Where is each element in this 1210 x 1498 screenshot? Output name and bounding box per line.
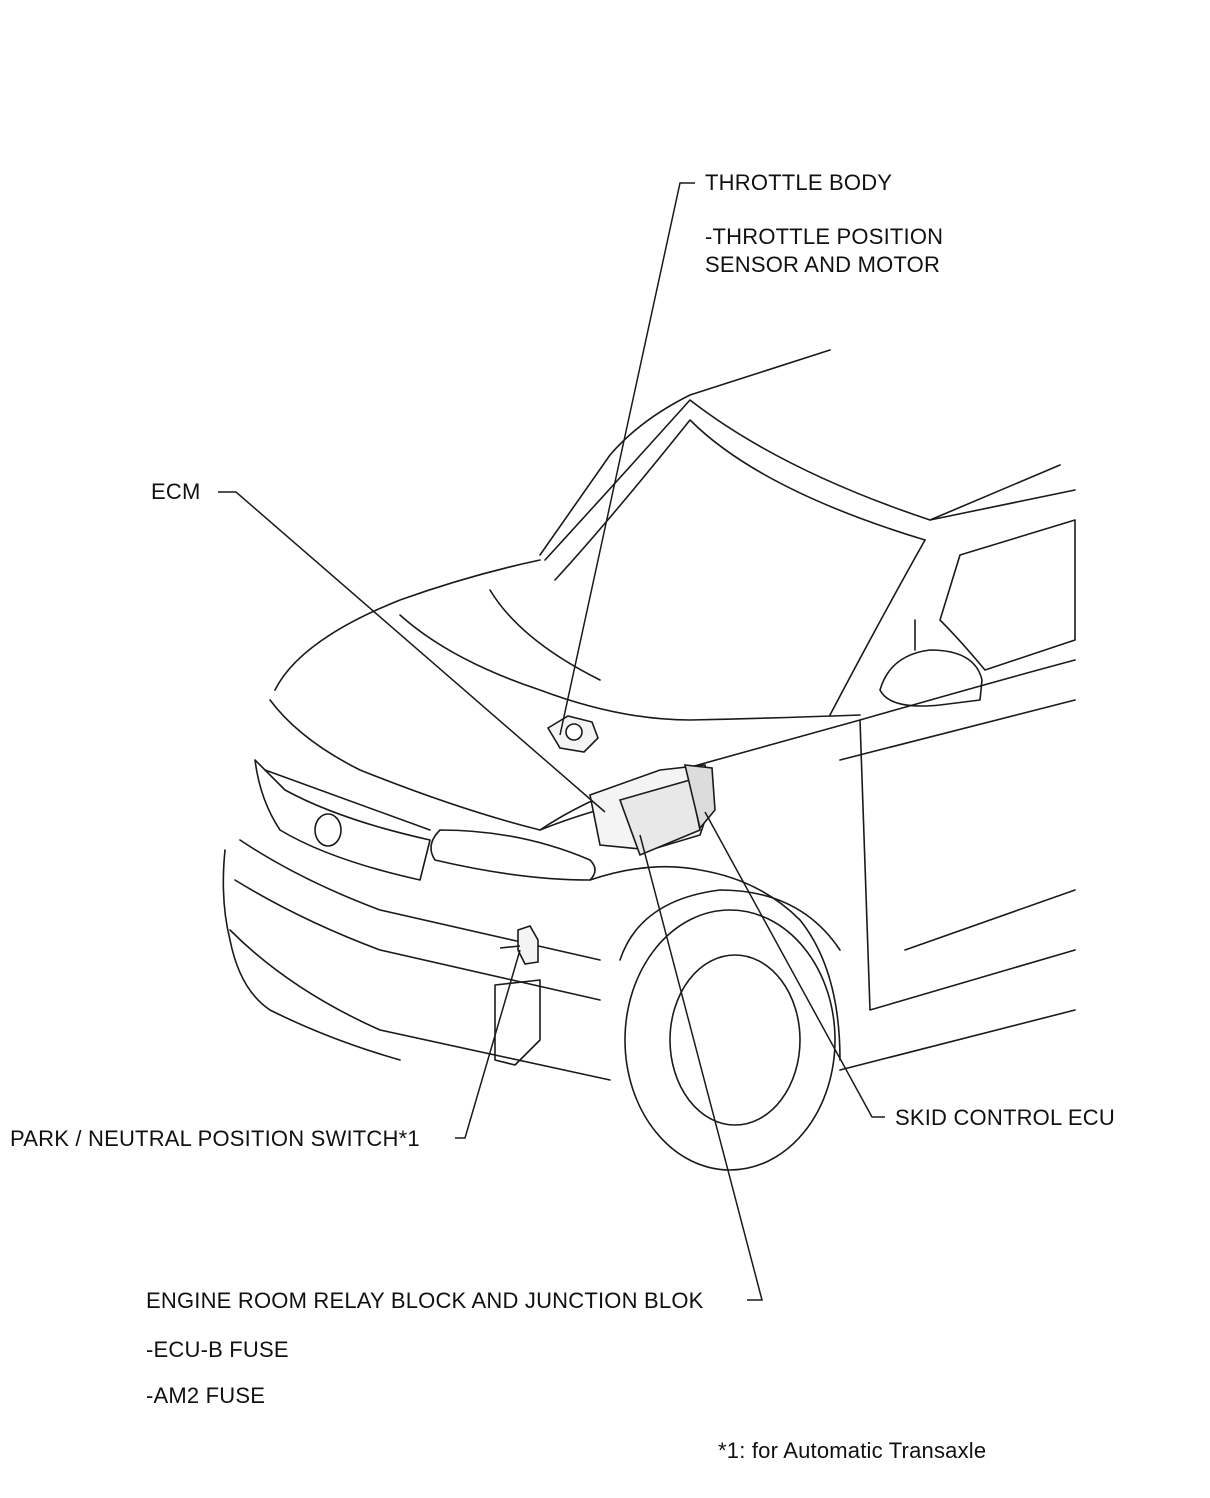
label-throttle-body: THROTTLE BODY	[705, 170, 893, 195]
front-rim	[669, 954, 801, 1126]
body-line	[839, 699, 1076, 761]
throttle-leader	[559, 182, 695, 736]
park-neutral-leader	[455, 949, 521, 1139]
roof-rear	[929, 464, 1061, 521]
label-park-neutral: PARK / NEUTRAL POSITION SWITCH*1	[10, 1126, 420, 1151]
label-skid-control: SKID CONTROL ECU	[895, 1105, 1115, 1130]
grille-lower-2	[234, 879, 601, 1001]
throttle-body-bore	[565, 723, 583, 741]
label-throttle-sub-2: SENSOR AND MOTOR	[705, 252, 941, 277]
emblem	[314, 813, 342, 847]
park-neutral-lever	[499, 945, 521, 949]
windshield-inner	[554, 419, 926, 581]
side-mirror	[879, 649, 983, 707]
ecm-leader	[218, 491, 606, 813]
fog-lamp	[494, 979, 541, 1066]
park-neutral-switch-part	[517, 925, 539, 965]
label-ecm: ECM	[151, 479, 201, 504]
engine-room-leader	[639, 834, 763, 1301]
headlamp	[430, 829, 596, 881]
footnote: *1: for Automatic Transaxle	[718, 1438, 987, 1463]
wheel-arch	[619, 889, 841, 961]
fender	[589, 865, 841, 1061]
label-throttle-sub-1: -THROTTLE POSITION	[705, 224, 944, 249]
bumper-lower	[229, 929, 611, 1081]
grille-outline	[254, 759, 431, 881]
label-ecu-b-fuse: -ECU-B FUSE	[146, 1337, 289, 1362]
side-window	[939, 519, 1076, 671]
rocker	[839, 1009, 1076, 1071]
label-engine-room: ENGINE ROOM RELAY BLOCK AND JUNCTION BLO…	[146, 1288, 704, 1313]
a-pillar	[829, 539, 926, 716]
grille-upper	[264, 769, 431, 831]
front-tire	[624, 909, 836, 1171]
door-line	[904, 889, 1076, 951]
hood-outline	[274, 559, 541, 691]
grille-lower-1	[239, 839, 601, 961]
side-body	[859, 719, 1076, 1011]
windshield-edge	[544, 399, 1076, 561]
hood-crease-1	[399, 614, 861, 721]
hood-front	[269, 699, 641, 831]
skid-leader	[704, 811, 885, 1118]
bumper-edge	[222, 849, 401, 1061]
hood-crease-2	[489, 589, 601, 681]
label-am2-fuse: -AM2 FUSE	[146, 1383, 266, 1408]
skid-ecu-part	[683, 764, 716, 830]
roof-line	[539, 349, 831, 556]
